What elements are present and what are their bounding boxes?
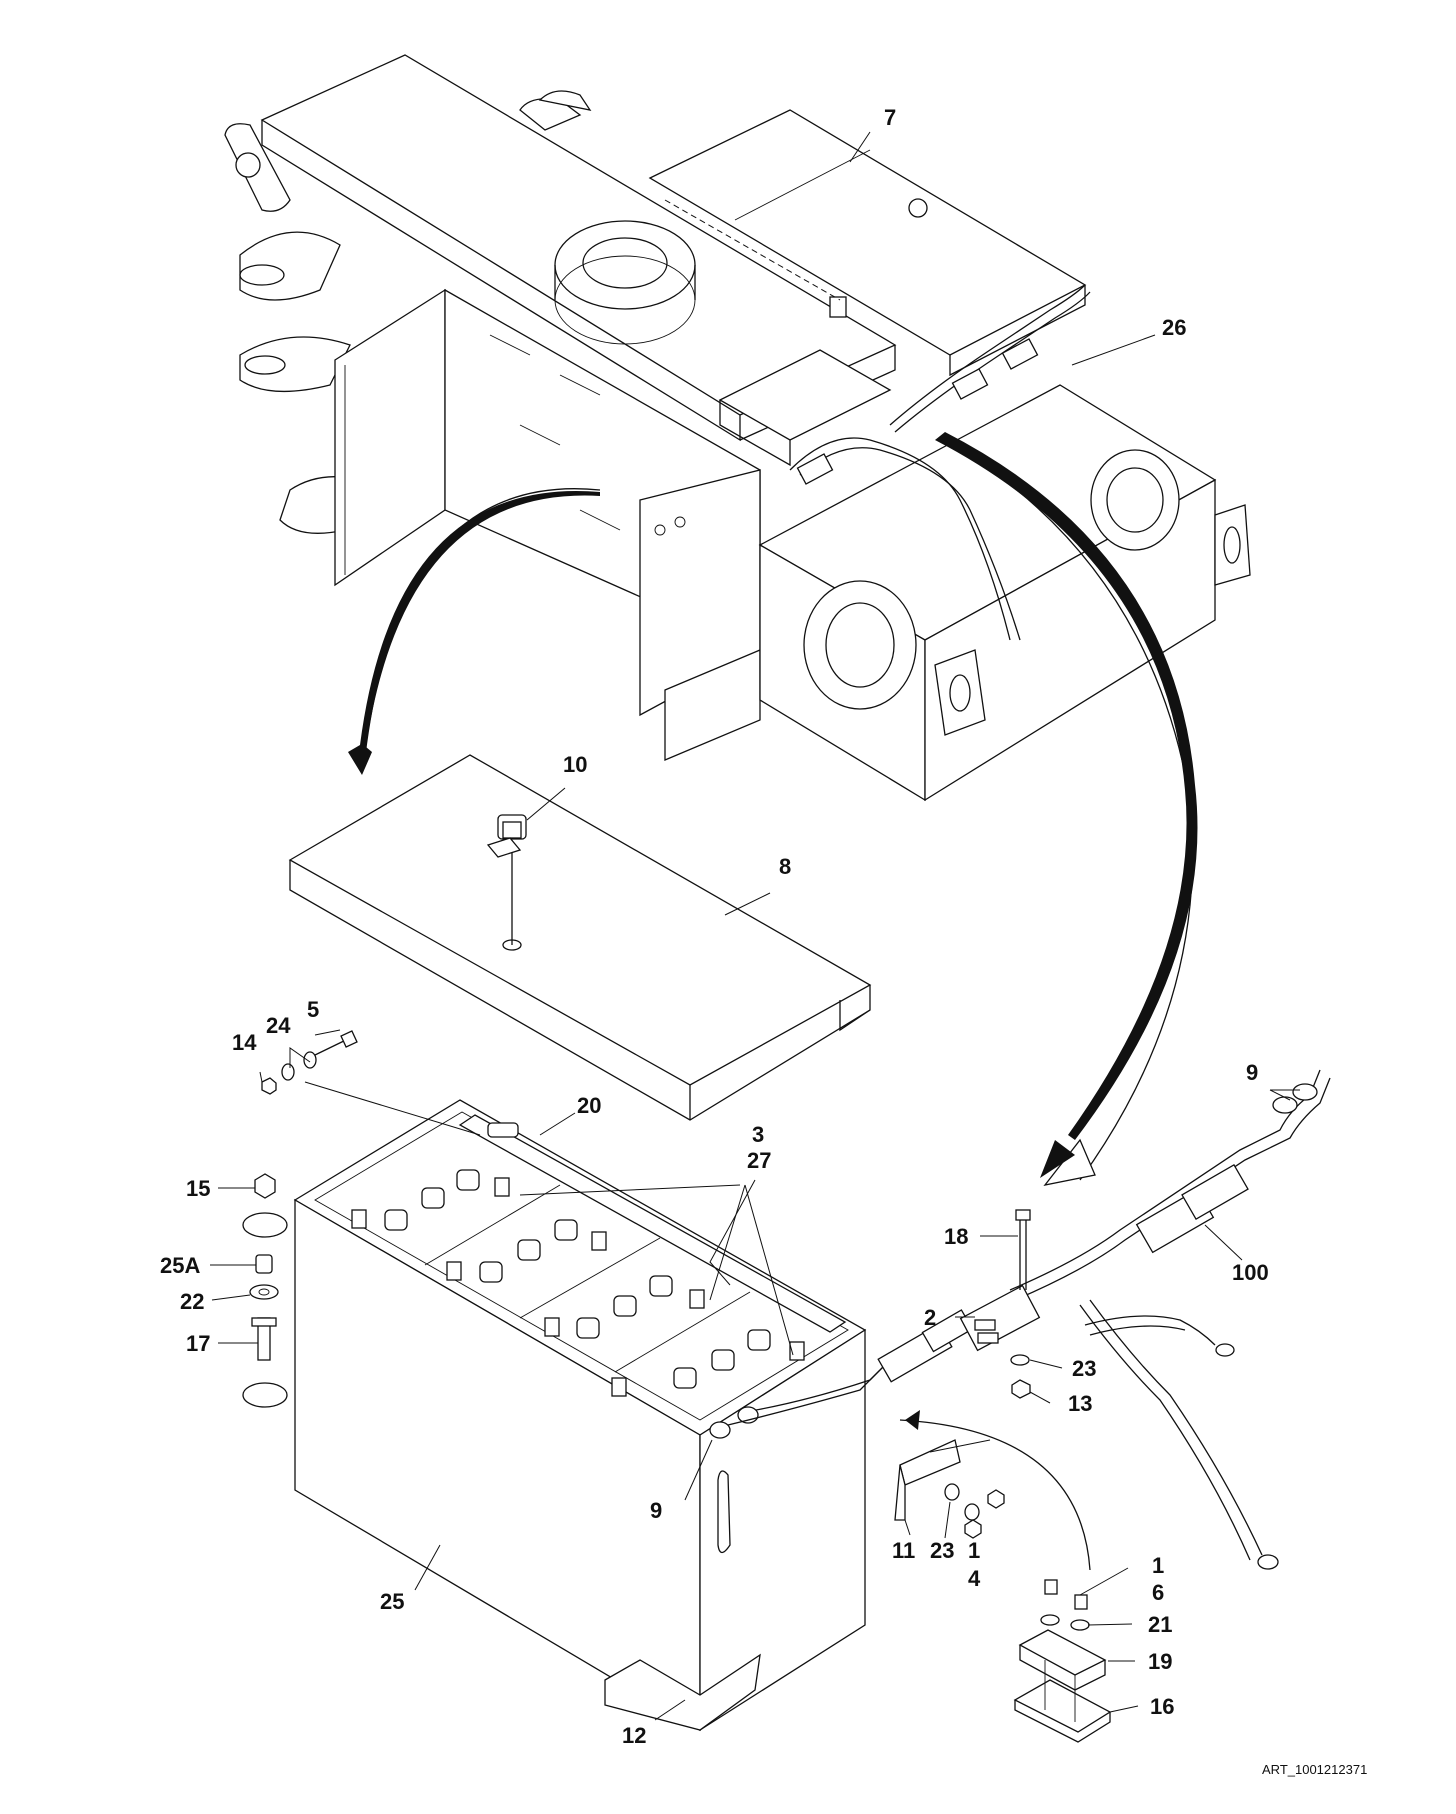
- callout-20: 20: [577, 1093, 601, 1118]
- callout-19: 19: [1148, 1649, 1172, 1674]
- callout-1-right: 1: [1152, 1553, 1164, 1578]
- callout-labels: 7 26 10 8 9 5 24 14 20 3 27 15 25A 22 17…: [160, 105, 1367, 1777]
- callout-9-top: 9: [1246, 1060, 1258, 1085]
- callout-9-bottom: 9: [650, 1498, 662, 1523]
- callout-2: 2: [924, 1305, 936, 1330]
- callout-27: 27: [747, 1148, 771, 1173]
- callout-7: 7: [884, 105, 896, 130]
- callout-10: 10: [563, 752, 587, 777]
- callout-4: 4: [968, 1566, 981, 1591]
- callout-21: 21: [1148, 1612, 1172, 1637]
- chassis-frame: [224, 54, 1251, 802]
- callout-15: 15: [186, 1176, 210, 1201]
- callout-3: 3: [752, 1122, 764, 1147]
- callout-8: 8: [779, 854, 791, 879]
- callout-25A: 25A: [160, 1253, 200, 1278]
- callout-22: 22: [180, 1289, 204, 1314]
- battery-box: [242, 1099, 991, 1732]
- cable-harness: [959, 1069, 1331, 1570]
- callout-6: 6: [1152, 1580, 1164, 1605]
- callout-12: 12: [622, 1723, 646, 1748]
- callout-16: 16: [1150, 1694, 1174, 1719]
- callout-23-right: 23: [1072, 1356, 1096, 1381]
- art-id-label: ART_1001212371: [1262, 1762, 1367, 1777]
- callout-25: 25: [380, 1589, 404, 1614]
- assembly-arrows: [348, 432, 1198, 1571]
- callout-18: 18: [944, 1224, 968, 1249]
- callout-23-bottom: 23: [930, 1538, 954, 1563]
- callout-13: 13: [1068, 1391, 1092, 1416]
- callout-14: 14: [232, 1030, 257, 1055]
- callout-11: 11: [892, 1538, 915, 1563]
- callout-17: 17: [186, 1331, 210, 1356]
- callout-26: 26: [1162, 315, 1186, 340]
- callout-100: 100: [1232, 1260, 1269, 1285]
- leader-lines: [210, 131, 1300, 1721]
- battery-cover: [288, 754, 872, 1121]
- callout-1-bottom: 1: [968, 1538, 980, 1563]
- callout-5: 5: [307, 997, 319, 1022]
- callout-24: 24: [266, 1013, 291, 1038]
- right-lower-hardware: [944, 1483, 1112, 1743]
- left-hardware: [249, 1030, 358, 1361]
